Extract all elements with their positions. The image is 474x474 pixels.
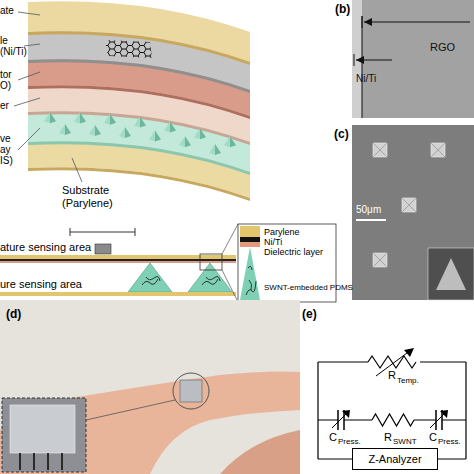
subscript: Temp.	[397, 377, 419, 385]
annotation: Ni/Ti	[356, 74, 376, 84]
dimension-arrow	[354, 16, 470, 118]
layer-label: (Ni/Ti)	[0, 47, 27, 57]
inset-label: Parylene	[264, 228, 300, 237]
dielectric-band	[240, 242, 260, 247]
component-label: C	[429, 432, 437, 443]
panel-label: (d)	[6, 308, 21, 320]
arrow-head	[356, 18, 372, 64]
box-label: Z-Analyzer	[368, 454, 421, 465]
temperature-sensor	[95, 244, 111, 254]
electrode-band	[0, 259, 236, 261]
zoom-line	[222, 224, 238, 302]
swnt-strand	[246, 266, 256, 295]
highlight-circle	[173, 373, 209, 409]
layer-label: ate	[0, 6, 14, 16]
layer-label: IS)	[0, 156, 13, 166]
subscript: Press.	[438, 438, 461, 446]
pyramid-section	[240, 247, 260, 300]
bracket	[70, 228, 135, 236]
swnt-strand	[142, 277, 220, 285]
sem-image	[352, 0, 474, 118]
layer-label: er	[0, 101, 9, 111]
layer-label: Substrate	[62, 185, 109, 196]
sem-image	[352, 125, 474, 300]
sensor-device	[180, 380, 202, 402]
inset-label: Ni/Ti	[264, 238, 282, 247]
layer-label: O)	[0, 81, 11, 91]
rgo-hexagon-pattern	[105, 40, 152, 58]
arrow-head	[342, 348, 448, 418]
layer-edge	[28, 167, 250, 201]
dielectric-band	[0, 261, 236, 263]
capacitor-symbol	[338, 410, 442, 430]
layer-edge	[28, 85, 250, 119]
sem-inset	[428, 248, 474, 300]
finger	[0, 371, 300, 474]
layer-edge	[28, 111, 250, 145]
subscript: Press.	[338, 438, 361, 446]
panel-label: (c)	[334, 128, 349, 140]
inset-label: SWNT-embedded PDMS	[264, 284, 353, 292]
component-label: C	[329, 432, 337, 443]
layer-label: ve	[0, 134, 11, 144]
layer-edge	[28, 141, 250, 175]
scale-bar	[356, 219, 386, 221]
layer-label: (Parylene)	[62, 198, 113, 209]
pyramid-section	[128, 263, 232, 292]
annotation: RGO	[430, 42, 455, 53]
subscript: SWNT	[393, 438, 417, 446]
layer-edge	[28, 31, 250, 65]
pyramid-face	[50, 112, 236, 155]
section-label: ature sensing area	[0, 242, 91, 253]
parylene-band	[0, 255, 236, 259]
parylene-band	[240, 226, 260, 237]
electrode-band	[240, 237, 260, 242]
device-lead	[20, 453, 62, 470]
scale-label: 50μm	[356, 205, 381, 215]
section-label: ure sensing area	[0, 279, 82, 290]
photo-inset	[2, 398, 86, 472]
resistor-symbol	[368, 356, 416, 426]
layer-edge	[28, 59, 250, 93]
layer-label: le	[0, 36, 8, 46]
wire	[318, 362, 466, 459]
analyzer-box: Z-Analyzer	[352, 448, 438, 470]
panel-label: (e)	[302, 308, 317, 320]
component-label: R	[388, 370, 396, 381]
pyramid-side-view	[436, 258, 466, 290]
parylene-band	[0, 292, 236, 296]
photo-background	[0, 300, 300, 474]
panel-label: (b)	[335, 3, 350, 15]
leader-line	[86, 400, 175, 420]
inset-label: Dielectric layer	[264, 248, 323, 257]
device-foil	[10, 405, 75, 453]
zoom-box	[200, 254, 222, 270]
layer-label: ay	[0, 145, 11, 155]
leader-line	[14, 12, 82, 182]
layer-label: tor	[0, 70, 12, 80]
component-label: R	[384, 432, 392, 443]
finger	[220, 430, 300, 474]
